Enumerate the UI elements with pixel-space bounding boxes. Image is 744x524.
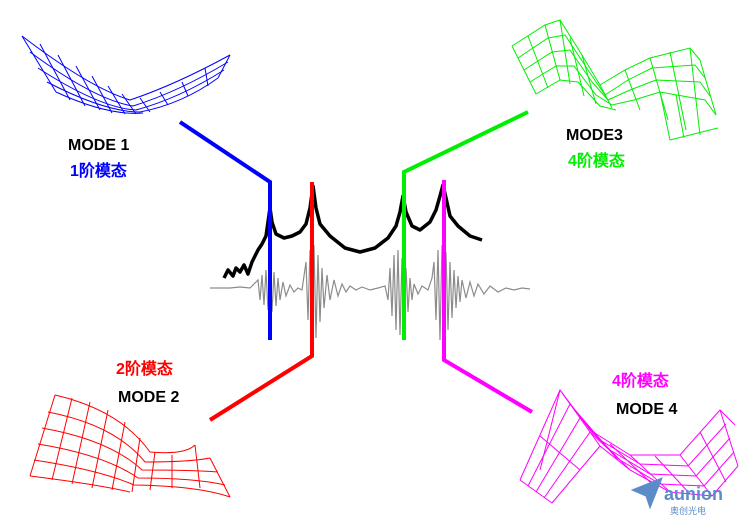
mode2-leader-line (208, 182, 314, 422)
mode1-label-en: MODE 1 (68, 137, 129, 154)
mode3-mesh (511, 19, 719, 141)
mode2-mesh (29, 394, 231, 498)
mode1-mesh (21, 35, 231, 115)
logo-brand: aunion (664, 484, 723, 504)
mode2-label-zh: 2阶模态 (116, 359, 173, 378)
mode3-label-zh: 4阶模态 (568, 151, 625, 170)
mode3-label-en: MODE3 (566, 127, 623, 144)
vibration-waveform (210, 244, 531, 343)
aunion-logo: aunion 奥创光电 (630, 477, 723, 517)
mode4-mesh (519, 389, 739, 504)
mode4-label-en: MODE 4 (616, 401, 677, 418)
mode2-label-en: MODE 2 (118, 389, 179, 406)
mode3-leader-line (402, 110, 529, 340)
mode4-leader-line (442, 180, 534, 414)
mode4-label-zh: 4阶模态 (612, 371, 669, 390)
mode1-leader-line (178, 120, 272, 340)
logo-subtitle: 奥创光电 (670, 505, 706, 517)
mode1-label-zh: 1阶模态 (70, 161, 127, 180)
paper-plane-icon (630, 477, 663, 510)
frequency-response-curve (222, 183, 483, 279)
